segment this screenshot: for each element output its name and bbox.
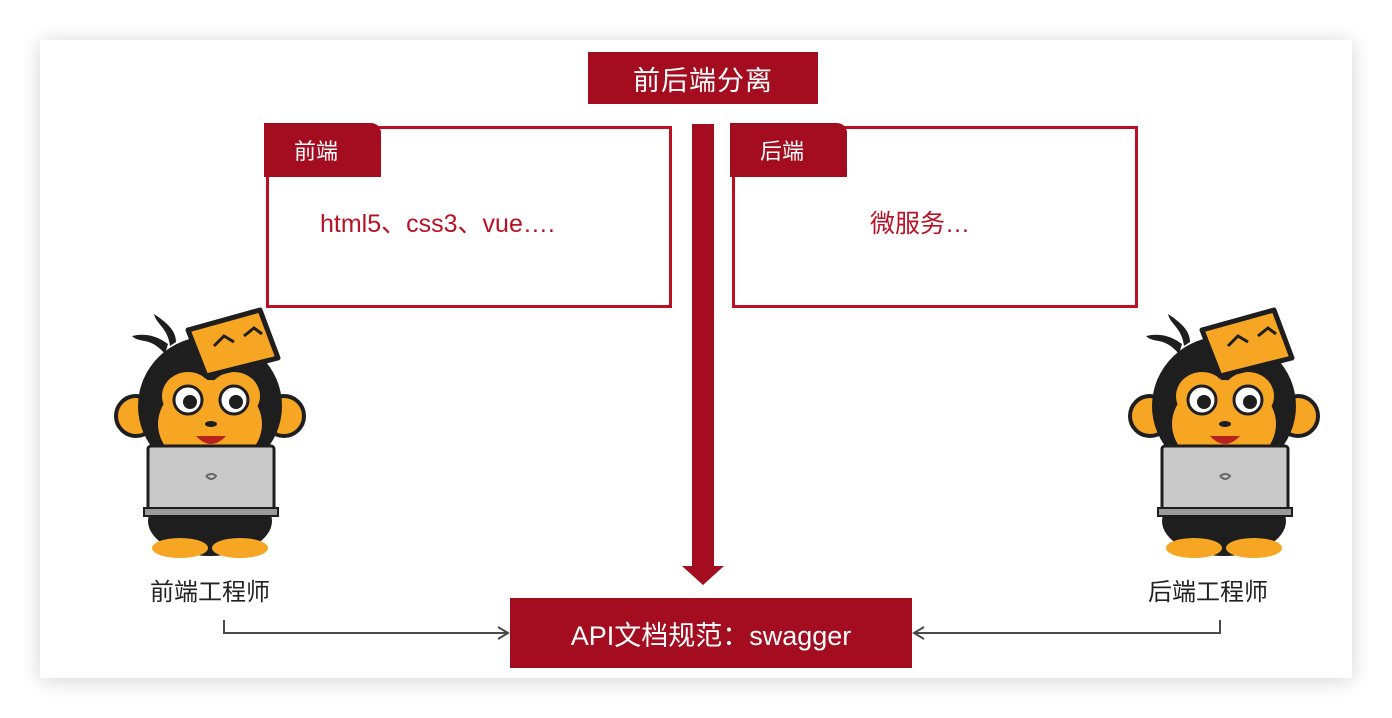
- central-arrow-head: [682, 566, 724, 585]
- backend-panel: [732, 126, 1138, 308]
- frontend-connector-arrowhead: [497, 626, 510, 640]
- title-text: 前后端分离: [633, 65, 773, 97]
- title-banner: 前后端分离: [588, 52, 818, 104]
- backend-engineer-label: 后端工程师: [1148, 578, 1268, 606]
- backend-tab: 后端: [730, 123, 847, 177]
- central-arrow-shaft: [692, 124, 714, 568]
- backend-connector: [914, 620, 1221, 634]
- backend-tab-label: 后端: [760, 140, 805, 165]
- backend-connector-arrowhead: [912, 626, 925, 640]
- frontend-tab-label: 前端: [294, 140, 339, 165]
- backend-tech-text: 微服务…: [870, 210, 971, 238]
- frontend-tab: 前端: [264, 123, 381, 177]
- api-doc-label: API文档规范：swagger: [570, 620, 852, 651]
- frontend-connector: [223, 620, 508, 634]
- frontend-engineer-label: 前端工程师: [150, 578, 270, 606]
- developer-monkey-icon: [114, 307, 306, 558]
- developer-monkey-icon: [1128, 307, 1320, 558]
- api-doc-box: API文档规范：swagger: [510, 598, 912, 668]
- frontend-tech-text: html5、css3、vue….: [320, 210, 555, 238]
